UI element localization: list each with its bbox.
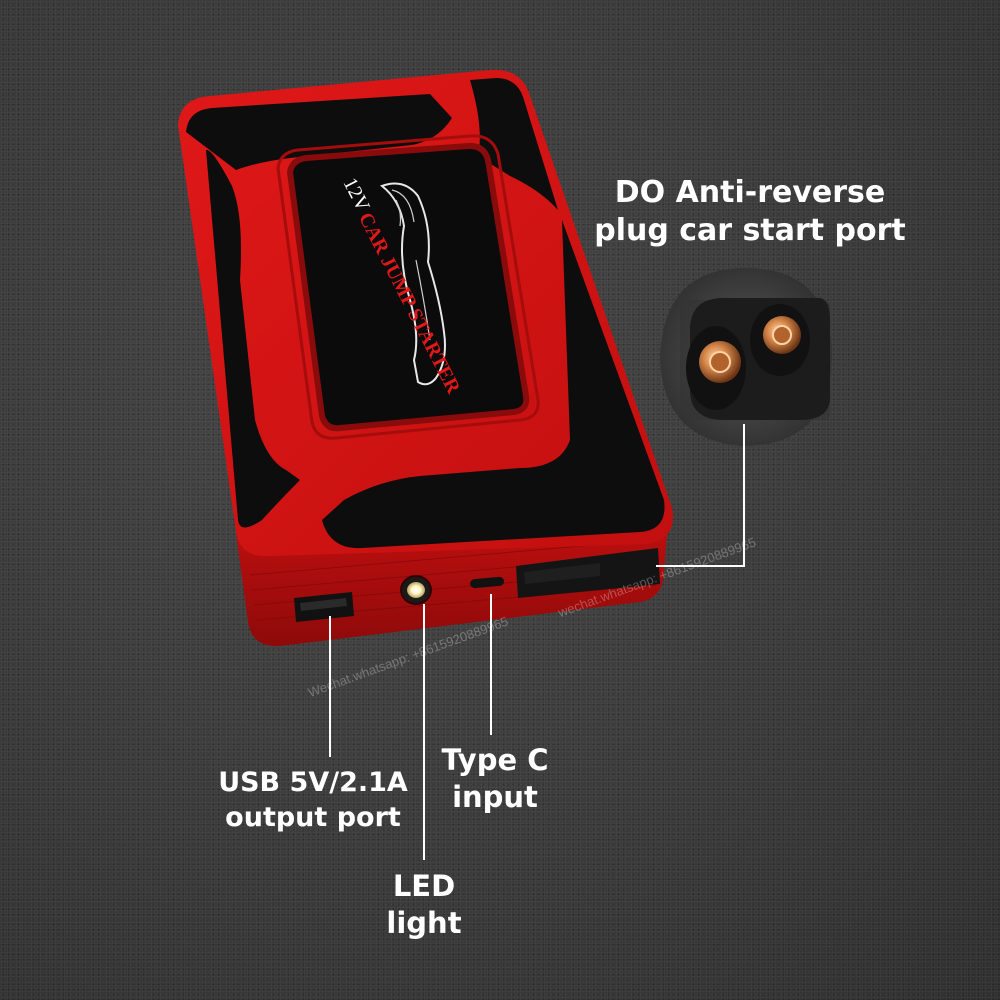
car-port-label: DO Anti-reverse plug car start port [590,174,910,251]
type-c-label-line1: Type C [441,743,549,777]
led-label-line1: LED [392,869,456,903]
usb-label: USB 5V/2.1A output port [200,766,426,835]
car-port-callout-line [656,424,745,567]
usb-label-line2: output port [225,801,401,833]
bottom-right-black-panel [322,220,665,549]
type-c-label-line2: input [452,780,538,815]
car-silhouette-icon [379,182,446,386]
usb-label-line1: USB 5V/2.1A [218,767,408,798]
led-label: LED light [364,868,484,942]
top-right-black-panel [470,78,558,210]
car-start-port [516,548,660,598]
car-port-detail-inset [660,267,832,446]
type-c-port [470,576,504,589]
led-light [400,575,432,605]
device-body [178,69,673,647]
usb-port [294,592,354,622]
bottom-left-black-panel [206,149,300,528]
callout-lines [329,424,745,860]
top-left-black-panel [186,94,452,170]
type-c-label: Type C input [420,742,570,816]
center-label-panel [286,142,530,432]
car-port-label-line1: DO Anti-reverse [614,175,886,210]
car-port-label-line2: plug car start port [594,213,906,249]
led-label-line2: light [386,906,462,941]
